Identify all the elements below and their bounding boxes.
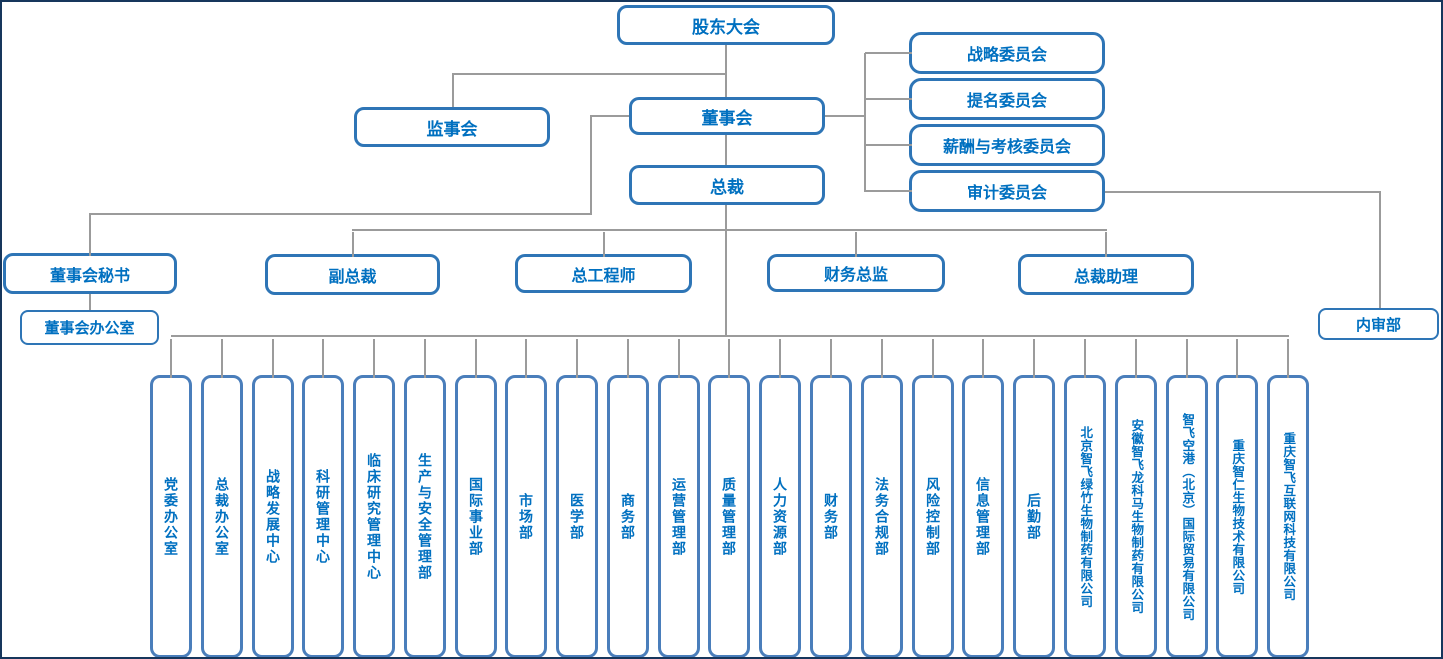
subsidiary-box: 智飞空港（北京）国际贸易有限公司	[1166, 375, 1208, 657]
node-nomination-committee: 提名委员会	[865, 78, 1105, 120]
connector-board-secretary-drop	[590, 115, 592, 215]
subsidiary-box: 北京智飞绿竹生物制药有限公司	[1064, 375, 1106, 657]
connector-trunk-board-president	[725, 135, 727, 165]
department-box: 国际事业部	[455, 375, 497, 657]
department-box: 后勤部	[1013, 375, 1055, 657]
department-box: 医学部	[556, 375, 598, 657]
department-box: 财务部	[810, 375, 852, 657]
connector-committee-rail	[864, 53, 866, 192]
connector-internal-audit-drop	[1379, 191, 1381, 308]
node-internal-audit-dept: 内审部	[1318, 308, 1439, 340]
department-box: 科研管理中心	[302, 375, 344, 657]
department-box: 市场部	[505, 375, 547, 657]
department-box: 生产与安全管理部	[404, 375, 446, 657]
node-cfo: 财务总监	[767, 254, 945, 292]
connector-board-secretary-top	[590, 115, 631, 117]
department-box: 信息管理部	[962, 375, 1004, 657]
connector-supervisory-branch	[452, 73, 727, 75]
connector-executive-bus	[352, 229, 1107, 231]
department-box: 质量管理部	[708, 375, 750, 657]
department-box: 党委办公室	[150, 375, 192, 657]
department-box: 风险控制部	[912, 375, 954, 657]
department-box: 临床研究管理中心	[353, 375, 395, 657]
subsidiary-box: 重庆智仁生物技术有限公司	[1216, 375, 1258, 657]
node-president-assistant: 总裁助理	[1018, 254, 1194, 295]
node-chief-engineer: 总工程师	[515, 254, 692, 293]
node-vice-president: 副总裁	[265, 254, 440, 295]
node-board-secretary: 董事会秘书	[3, 253, 177, 294]
department-box: 运营管理部	[658, 375, 700, 657]
department-box: 人力资源部	[759, 375, 801, 657]
connector-trunk-shareholders-board	[725, 45, 727, 97]
connector-board-secretary-run	[89, 213, 592, 215]
department-box: 总裁办公室	[201, 375, 243, 657]
department-box: 法务合规部	[861, 375, 903, 657]
connector-trunk-president-departments	[725, 205, 727, 337]
subsidiary-box: 重庆智飞互联网科技有限公司	[1267, 375, 1309, 657]
node-audit-committee: 审计委员会	[865, 170, 1105, 212]
node-president: 总裁	[629, 165, 825, 205]
connector-audit-branch	[1105, 191, 1381, 193]
node-supervisory-board: 监事会	[354, 107, 550, 147]
node-strategy-committee: 战略委员会	[865, 32, 1105, 74]
node-remuneration-assessment-committee: 薪酬与考核委员会	[865, 124, 1105, 166]
node-shareholders-meeting: 股东大会	[617, 5, 835, 45]
department-box: 战略发展中心	[252, 375, 294, 657]
connector-secretary-office	[89, 294, 91, 310]
node-board-office: 董事会办公室	[20, 310, 159, 345]
subsidiary-box: 安徽智飞龙科马生物制药有限公司	[1115, 375, 1157, 657]
connector-department-bus	[171, 335, 1289, 337]
connector-supervisory-drop	[452, 73, 454, 107]
connector-board-committees	[825, 115, 866, 117]
node-board-of-directors: 董事会	[629, 97, 825, 135]
department-box: 商务部	[607, 375, 649, 657]
